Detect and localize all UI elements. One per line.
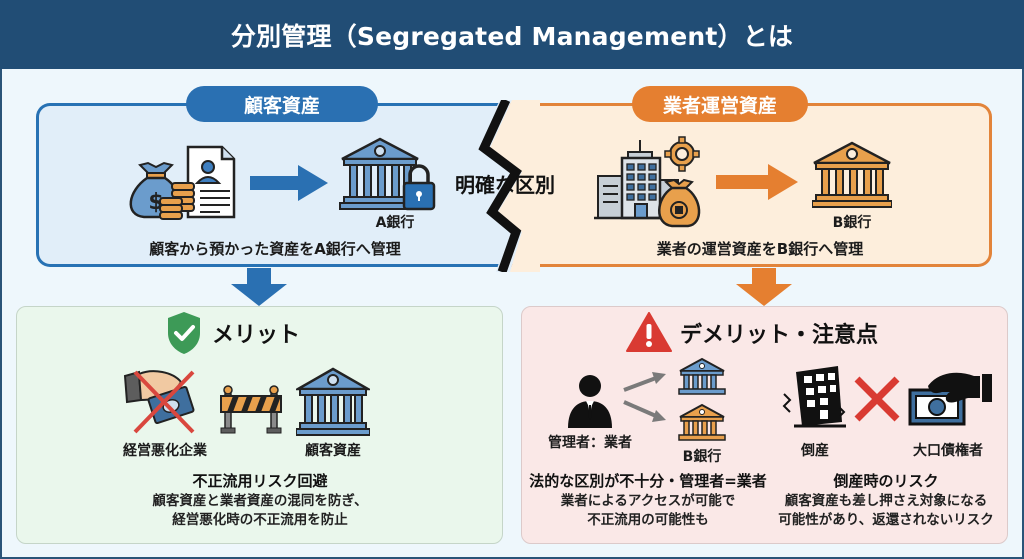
manager-person-icon: [568, 375, 612, 428]
customer-assets-label: 顧客資産: [305, 443, 361, 459]
bank-b-label: B銀行: [832, 215, 872, 231]
demerit-right-subtitle: 倒産時のリスク: [833, 472, 939, 490]
bank-b-small-label: B銀行: [682, 449, 722, 465]
bank-b-icon: [812, 141, 892, 208]
header-banner: 分別管理（Segregated Management）とは: [0, 0, 1024, 69]
lightning-divider: [474, 100, 540, 272]
arrow-right-icon: [716, 164, 798, 200]
bank-orange-icon: [678, 403, 726, 441]
operator-assets-caption: 業者の運営資産をB銀行へ管理: [656, 240, 864, 258]
bank-icon: [296, 367, 370, 436]
demerit-left-description: 業者によるアクセスが可能で 不正流用の可能性も: [526, 492, 770, 530]
customer-assets-caption: 顧客から預かった資産をA銀行へ管理: [149, 240, 401, 258]
demerit-left-desc-line: 不正流用の可能性も: [587, 512, 709, 528]
failing-company-label: 経営悪化企業: [123, 443, 207, 459]
merit-desc-line: 経営悪化時の不正流用を防止: [172, 512, 348, 528]
major-creditor-label: 大口債権者: [913, 443, 983, 459]
manager-label: 管理者：業者: [548, 435, 632, 451]
bank-a-lock-icon: [339, 137, 436, 211]
merit-panel: [16, 306, 503, 544]
merit-description: 顧客資産と業者資産の混同を防ぎ、 経営悪化時の不正流用を防止: [100, 492, 420, 530]
shield-check-icon: [168, 312, 200, 354]
money-bag-document-icon: $: [129, 145, 236, 220]
demerit-right-desc-line: 顧客資産も差し押さえ対象になる: [784, 493, 988, 509]
merit-title: メリット: [212, 323, 301, 348]
arrow-down-icon: [736, 268, 792, 306]
cross-mark-icon: [854, 376, 900, 422]
barrier-icon: [220, 385, 282, 434]
split-arrows-icon: [623, 372, 666, 422]
merit-subtitle: 不正流用リスク回避: [192, 472, 328, 490]
company-gear-moneybag-icon: [594, 136, 701, 228]
bankruptcy-label: 倒産: [801, 443, 829, 459]
page-title: 分別管理（Segregated Management）とは: [230, 21, 794, 51]
bankrupt-building-icon: [782, 366, 846, 428]
creditor-seizing-money-icon: [908, 372, 992, 426]
demerit-right-desc-line: 可能性があり、返還されないリスク: [778, 512, 994, 528]
demerit-title: デメリット・注意点: [680, 323, 879, 348]
demerit-left-desc-line: 業者によるアクセスが可能で: [560, 493, 736, 509]
bank-blue-icon: [678, 357, 726, 395]
clear-distinction-label: 明確な区別: [455, 173, 555, 197]
arrow-down-icon: [231, 268, 287, 306]
customer-assets-badge: 顧客資産: [186, 86, 378, 122]
operator-assets-badge: 業者運営資産: [632, 86, 808, 122]
warning-icon: [626, 312, 672, 352]
crossed-misappropriation-icon: [123, 370, 195, 434]
bank-a-label: A銀行: [375, 215, 415, 231]
merit-desc-line: 顧客資産と業者資産の混同を防ぎ、: [152, 493, 368, 509]
demerit-left-subtitle: 法的な区別が不十分・管理者=業者: [529, 472, 767, 490]
arrow-right-icon: [250, 165, 328, 201]
demerit-right-description: 顧客資産も差し押さえ対象になる 可能性があり、返還されないリスク: [770, 492, 1002, 530]
